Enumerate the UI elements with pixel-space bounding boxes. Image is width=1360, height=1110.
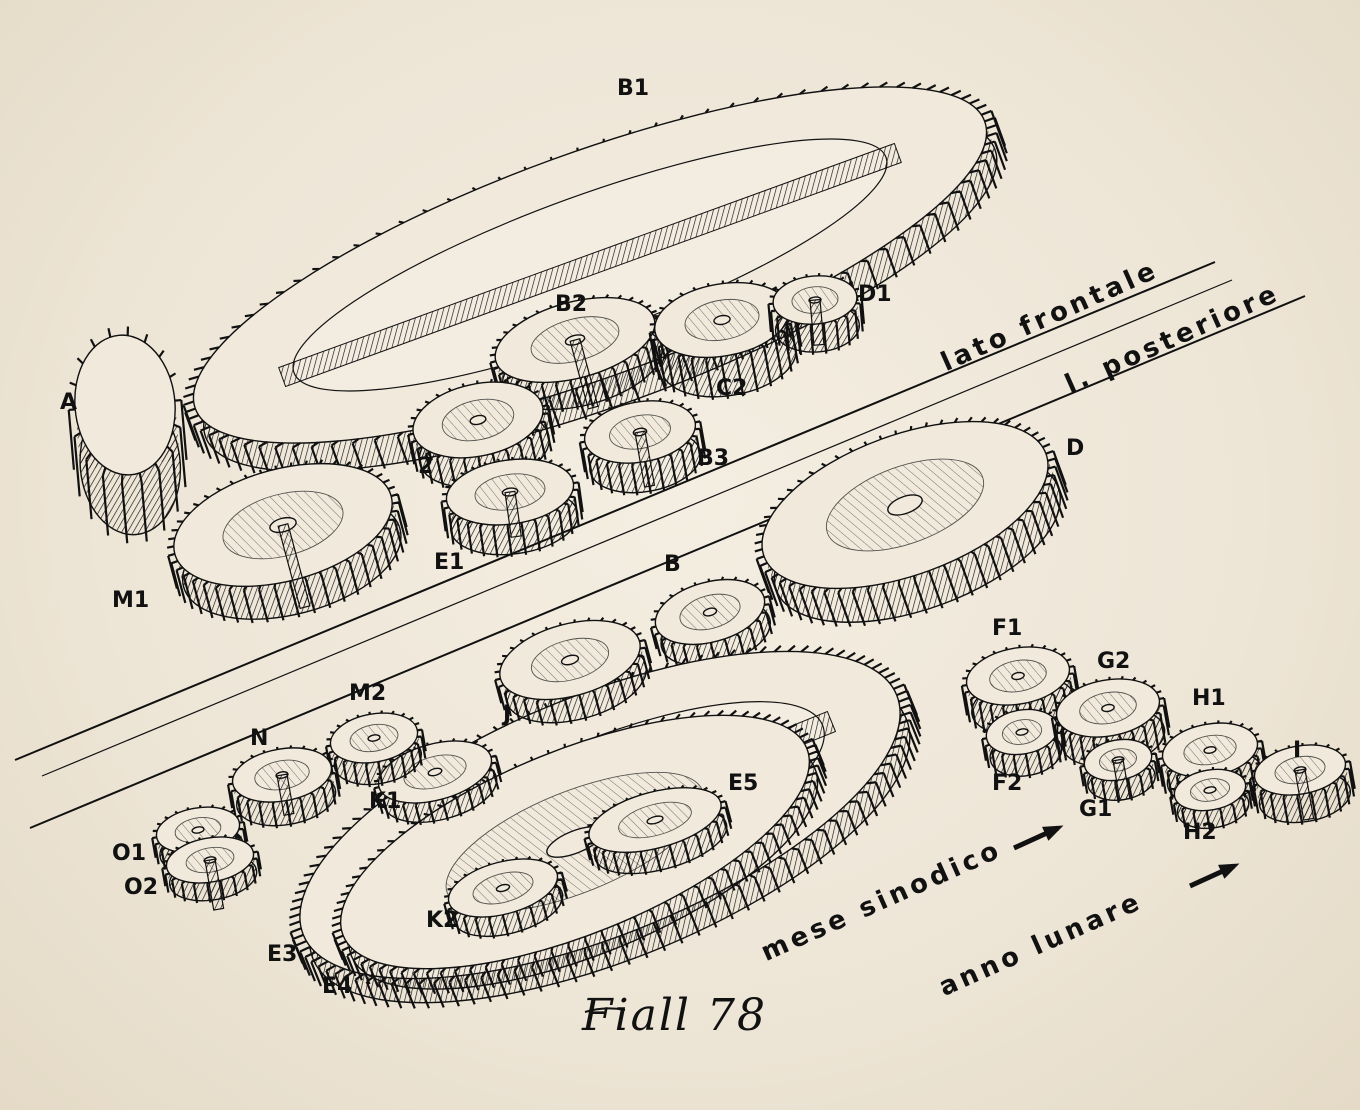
label-G2: G2	[1097, 649, 1131, 674]
label-E1: E1	[434, 550, 465, 575]
gear-C2	[648, 279, 803, 400]
gear-H2	[1169, 766, 1254, 831]
gear-M1	[166, 459, 409, 624]
arrow-lunar-year-head	[1218, 863, 1240, 879]
label-A: A	[60, 390, 78, 415]
label-J: J	[503, 702, 512, 727]
label-M2: M2	[349, 681, 387, 706]
label-I: I	[1293, 738, 1302, 763]
label-E3: E3	[267, 942, 298, 967]
gear-K2	[443, 855, 569, 939]
label-B3: B3	[697, 446, 730, 471]
gear-F2	[981, 706, 1067, 780]
label-B: B	[664, 552, 681, 577]
label-E2-partial: 2	[418, 454, 434, 479]
label-K2: K2	[426, 908, 459, 933]
label-N: N	[250, 726, 269, 751]
label-E4: E4	[322, 974, 353, 999]
gear-E5	[583, 784, 733, 877]
divider-line-3	[29, 295, 1306, 829]
gear-E2	[406, 378, 556, 491]
gear-B1	[182, 81, 1008, 477]
label-F2: F2	[992, 771, 1023, 796]
label-M1: M1	[112, 588, 150, 613]
label-H1: H1	[1192, 686, 1226, 711]
arrow-synodic-month-head	[1042, 825, 1064, 841]
label-B1: B1	[617, 76, 650, 101]
gear-A	[67, 326, 188, 544]
label-D1: D1	[858, 282, 892, 307]
label-F1: F1	[992, 616, 1023, 641]
signature-stroke	[584, 1007, 626, 1013]
label-C2: C2	[716, 376, 748, 401]
label-O1: O1	[112, 841, 147, 866]
label-O2: O2	[124, 875, 159, 900]
label-D: D	[1066, 436, 1085, 461]
label-B2: B2	[555, 292, 588, 317]
gear-M2	[324, 710, 427, 788]
gear-D1	[767, 272, 866, 355]
label-E5: E5	[728, 771, 759, 796]
gear-N	[226, 745, 342, 829]
divider-line-1	[14, 261, 1216, 761]
gear-J	[494, 617, 653, 726]
gear-I	[1248, 742, 1356, 826]
gear-B	[649, 576, 777, 669]
gear-E1	[440, 455, 584, 558]
divider-line-2	[41, 279, 1233, 777]
gear-B3	[578, 397, 707, 496]
artist-signature: Fiall 78	[582, 990, 767, 1041]
gear-O2	[161, 834, 262, 911]
label-H2: H2	[1183, 820, 1217, 845]
label-K1: K1	[369, 789, 402, 814]
gear-D	[754, 416, 1069, 627]
label-G1: G1	[1079, 797, 1113, 822]
gear-G1	[1079, 736, 1161, 803]
